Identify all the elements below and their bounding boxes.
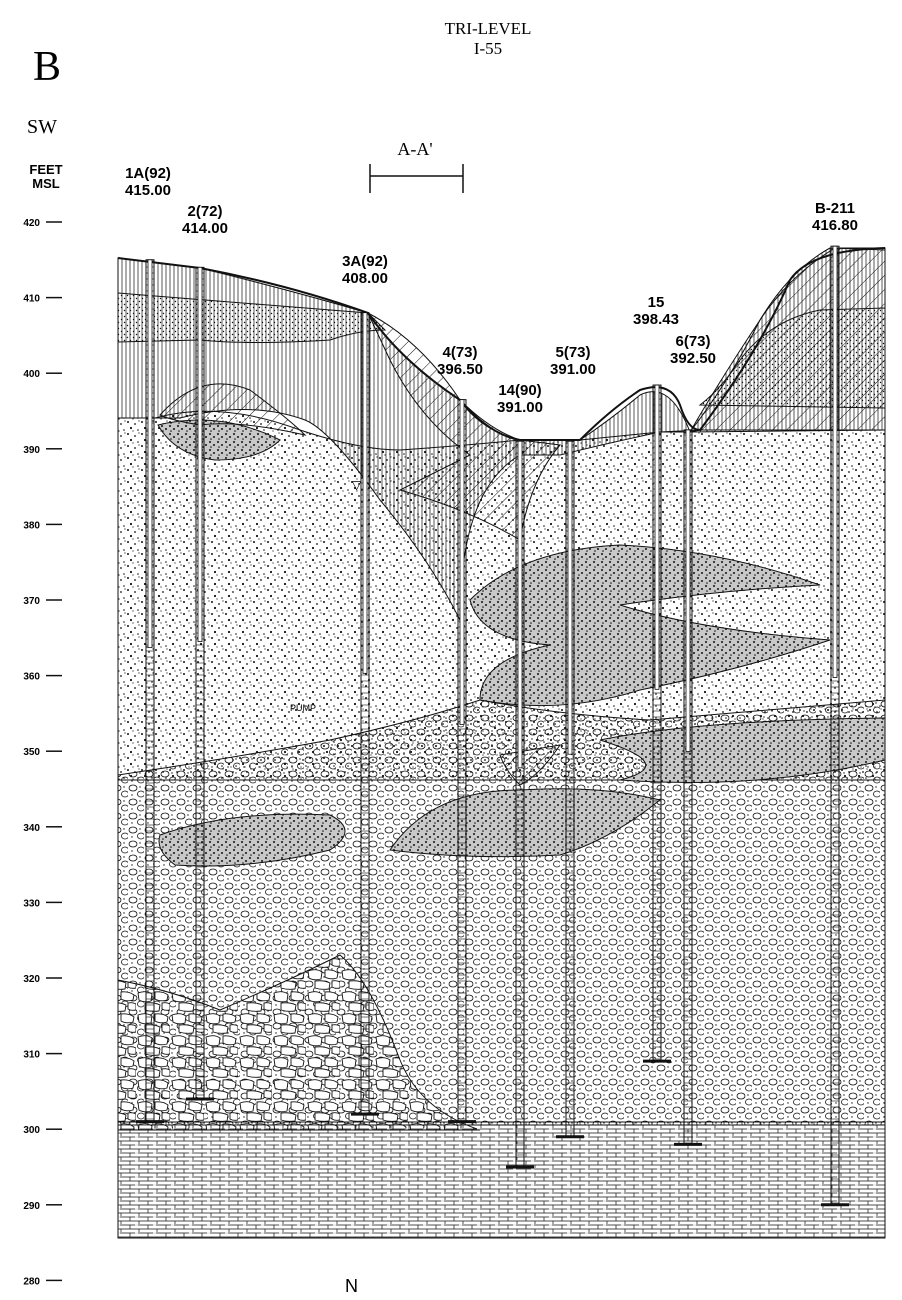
direction-sw-label: SW [27,116,57,138]
strata: ▽ PUMP [117,247,886,1239]
well-id-label: 14(90) [498,382,541,399]
well-id-label: 2(72) [187,203,222,220]
well-riser [685,429,691,752]
well-elevation-label: 396.50 [437,361,483,378]
axis-tick-label: 380 [23,520,40,531]
axis-tick-label: 410 [23,294,40,305]
well-3a-92 [351,312,379,1116]
axis-tick-label: 340 [23,823,40,834]
well-id-label: 6(73) [675,333,710,350]
axis-tick-label: 310 [23,1050,40,1061]
axis-unit-feet: FEET [29,162,62,177]
well-riser [362,312,368,674]
section-marker-label: A-A' [397,139,432,159]
well-elevation-label: 408.00 [342,270,388,287]
stratum-bedrock [117,1121,886,1239]
well-1a-92 [136,259,164,1124]
well-riser [147,259,153,649]
well-id-label: 4(73) [442,344,477,361]
well-elevation-label: 415.00 [125,182,171,199]
direction-n-label: N [345,1276,358,1296]
well-elevation-label: 391.00 [497,399,543,416]
well-elevation-label: 416.80 [812,217,858,234]
axis-tick-label: 420 [23,218,40,229]
well-riser [517,440,523,769]
well-riser [567,440,573,755]
axis-tick-label: 290 [23,1201,40,1212]
lens-dense-sand-upper [469,544,831,707]
axis-unit-msl: MSL [32,176,60,191]
well-elevation-label: 414.00 [182,220,228,237]
section-letter: B [33,44,61,90]
title-line-2: I-55 [474,39,502,58]
axis-tick-label: 280 [23,1276,40,1287]
well-riser [459,399,465,725]
well-riser [654,384,660,690]
well-id-label: B-211 [815,200,855,217]
well-labels: 1A(92)415.00 2(72)414.00 3A(92)408.00 4(73)… [125,165,858,416]
well-b-211 [821,245,849,1207]
well-5-73 [556,440,584,1139]
lens-dense-sand-left [158,813,346,867]
well-elevation-label: 398.43 [633,311,679,328]
well-14-90 [506,440,534,1169]
axis-tick-label: 330 [23,898,40,909]
water-table-symbol: ▽ [352,478,362,492]
axis-tick-label: 350 [23,747,40,758]
well-elevation-label: 391.00 [550,361,596,378]
elevation-axis: FEET MSL 420 410 400 390 380 370 360 350 340 330 3… [23,162,62,1287]
lens-dense-sand-right [599,717,886,783]
pump-label: PUMP [290,703,316,713]
well-id-label: 3A(92) [342,253,388,270]
wells [136,245,849,1207]
well-elevation-label: 392.50 [670,350,716,367]
axis-tick-label: 400 [23,369,40,380]
title-line-1: TRI-LEVEL [445,19,532,38]
axis-tick-label: 360 [23,672,40,683]
well-15 [643,384,671,1063]
section-marker: A-A' [369,139,464,193]
well-id-label: 1A(92) [125,165,171,182]
well-id-label: 5(73) [555,344,590,361]
axis-tick-label: 320 [23,974,40,985]
well-6-73 [674,429,702,1146]
axis-tick-label: 300 [23,1125,40,1136]
well-id-label: 15 [648,294,665,311]
well-4-73 [448,399,476,1124]
well-riser [832,245,838,678]
axis-tick-label: 390 [23,445,40,456]
axis-tick-label: 370 [23,596,40,607]
well-riser [197,266,203,642]
well-2-72 [186,266,214,1101]
